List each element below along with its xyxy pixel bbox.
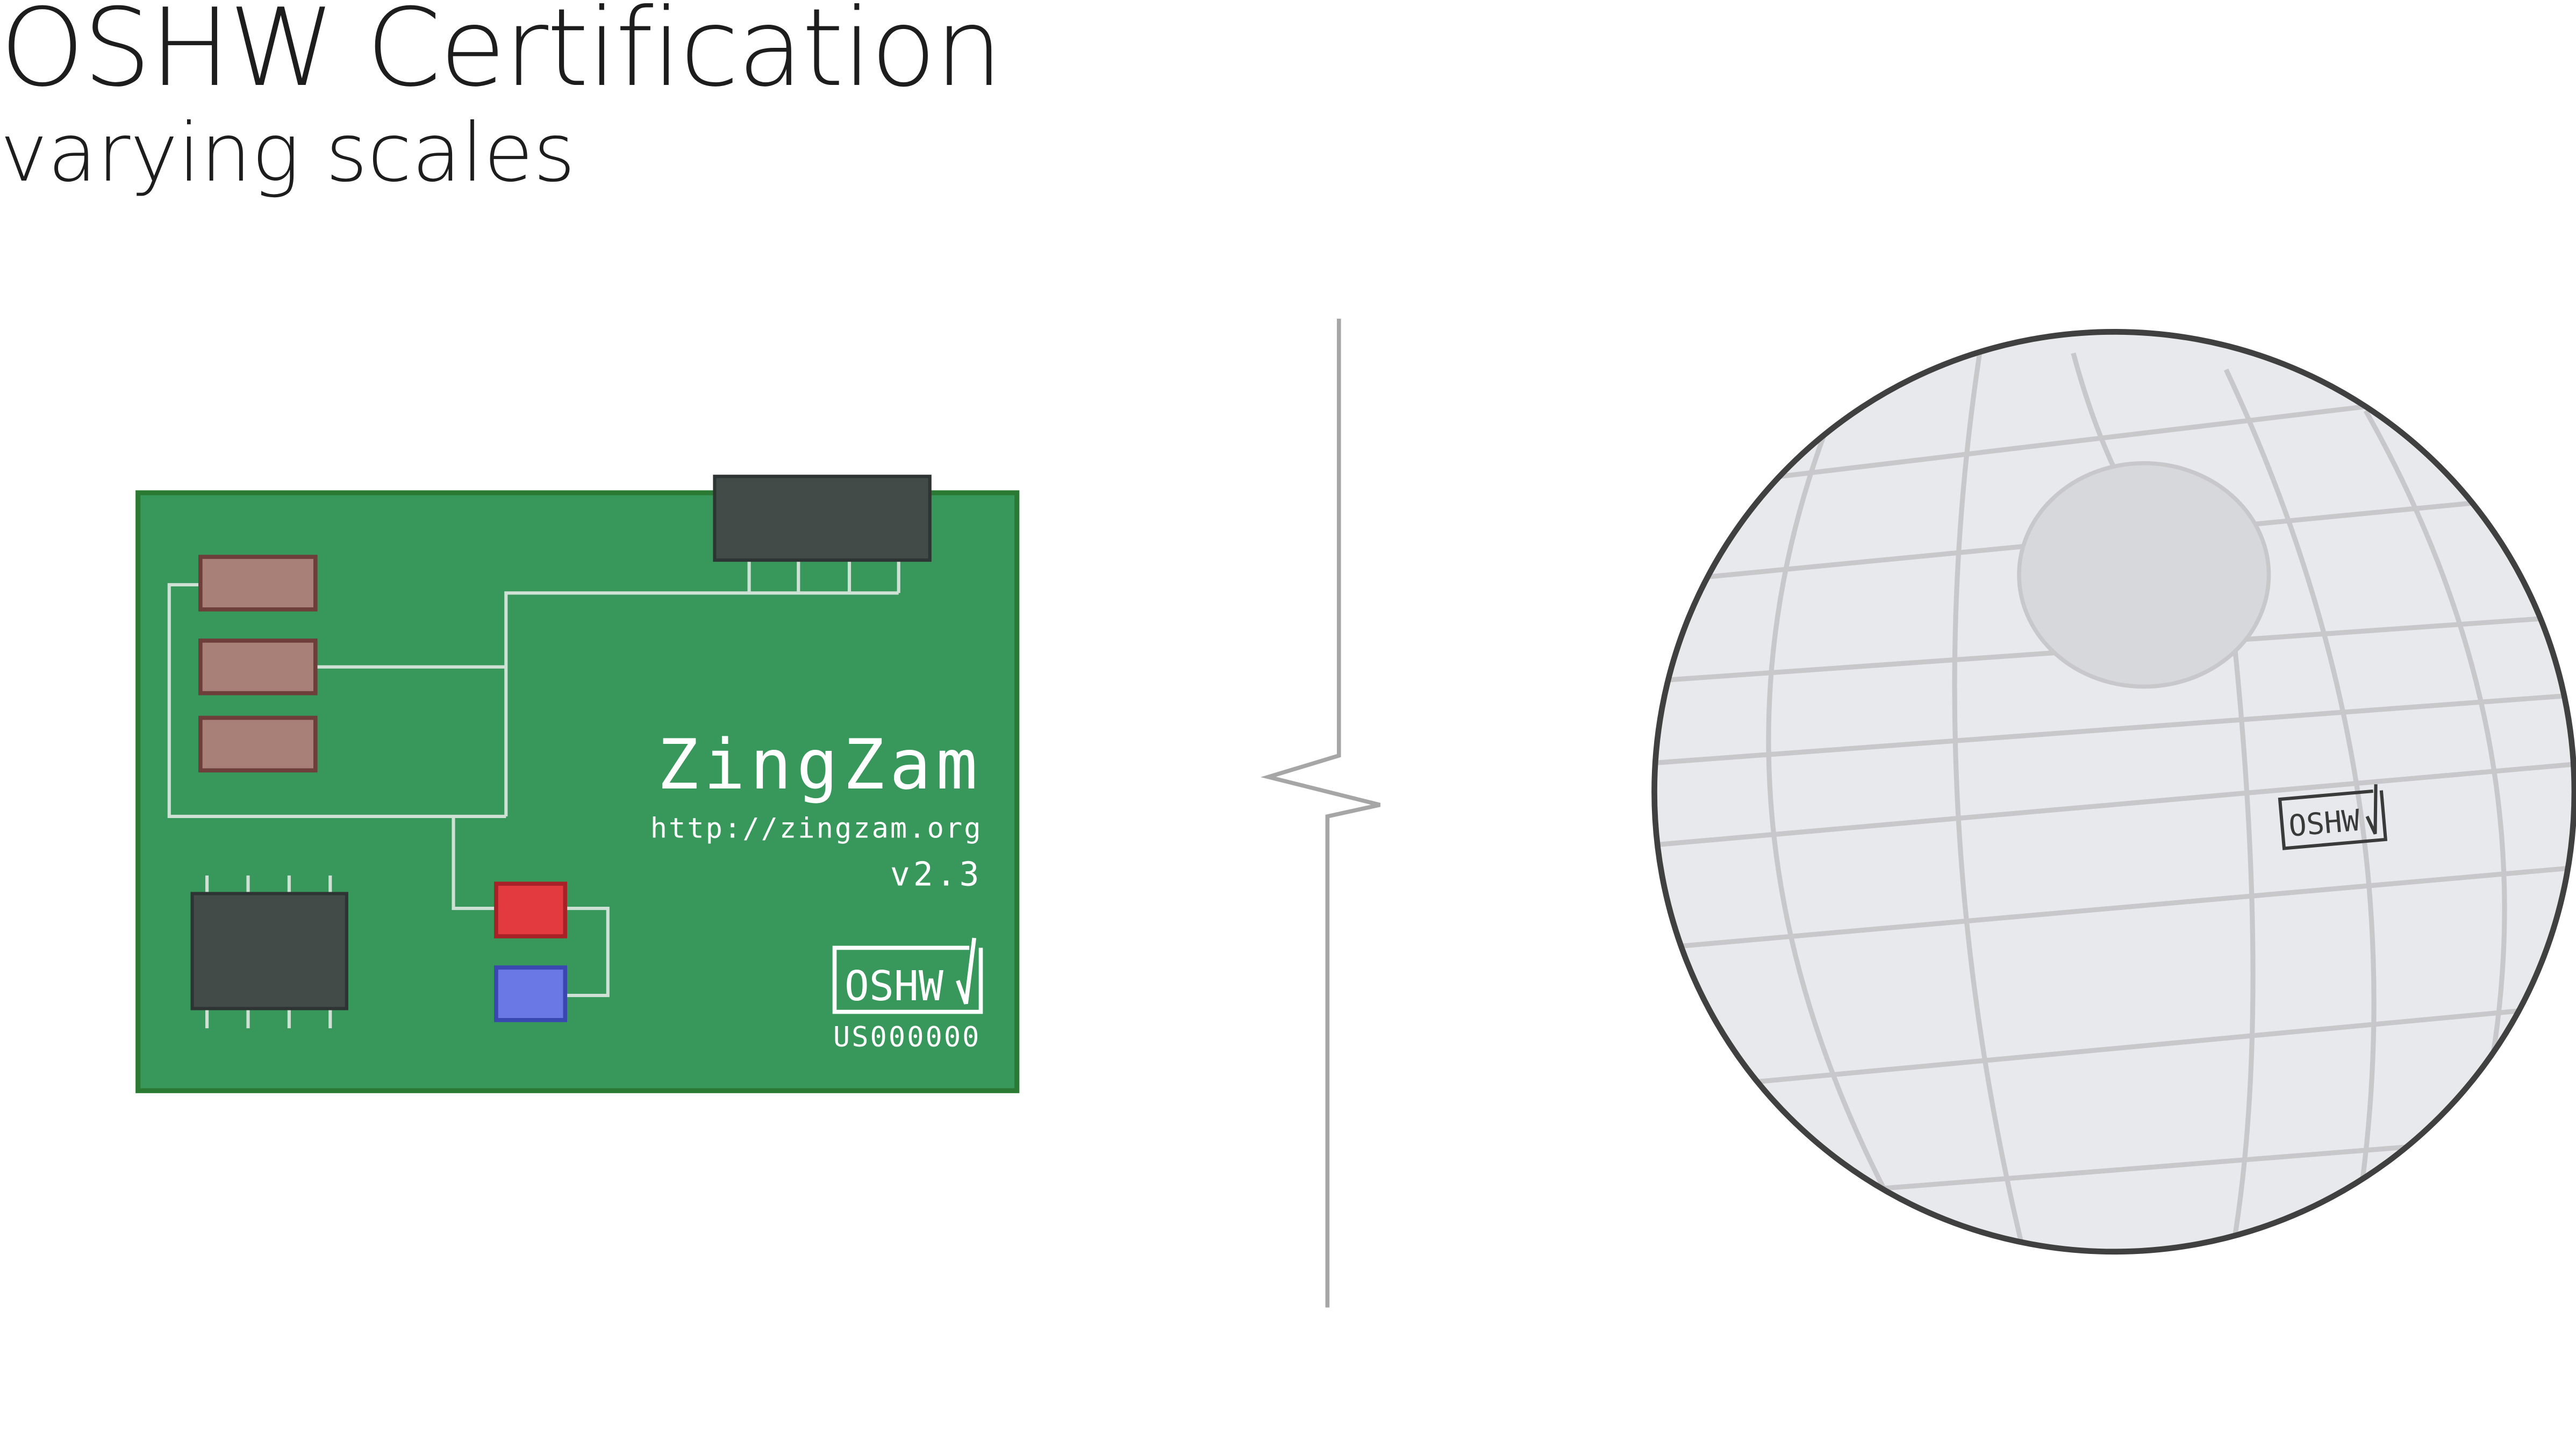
board-url: http://zingzam.org	[650, 813, 983, 845]
board-traces	[167, 560, 900, 998]
scale-break-line	[1260, 318, 1381, 1308]
sphere-oshw-mark: OSHW	[2278, 784, 2388, 850]
red-led	[494, 881, 568, 938]
certification-id: US000000	[833, 1021, 981, 1053]
page-title: OSHW Certification	[0, 0, 1003, 111]
resistor	[198, 639, 318, 696]
circuit-board: ZingZam http://zingzam.org v2.3 OSHW US0…	[135, 475, 1020, 1093]
oshw-mark-frame	[832, 945, 983, 1014]
board-name: ZingZam	[657, 725, 982, 805]
ic-chip	[190, 875, 348, 1029]
sphere-checkmark-icon	[2365, 784, 2378, 835]
checkmark-icon	[956, 937, 977, 1005]
board-version: v2.3	[890, 855, 983, 893]
oshw-mark-label: OSHW	[845, 963, 943, 1010]
sphere-outline	[1651, 329, 2576, 1254]
oshw-mark: OSHW	[832, 937, 983, 1014]
page-subtitle: varying scales	[0, 106, 576, 200]
resistor	[198, 555, 318, 612]
sphere-dish	[2017, 461, 2271, 689]
space-station-sphere: OSHW	[1651, 329, 2576, 1254]
blue-led	[494, 965, 568, 1022]
header-connector	[713, 475, 932, 562]
sphere-oshw-label: OSHW	[2287, 803, 2362, 843]
resistor	[198, 715, 318, 773]
sphere-oshw-frame	[2278, 789, 2388, 850]
